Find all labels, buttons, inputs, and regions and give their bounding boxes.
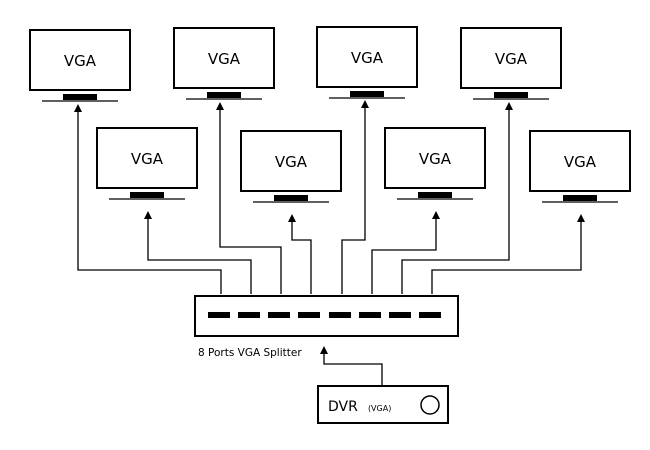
splitter-port <box>419 312 441 318</box>
splitter-port <box>238 312 260 318</box>
monitor-label: VGA <box>351 49 384 67</box>
splitter-port <box>359 312 381 318</box>
cable-port-5 <box>341 100 369 294</box>
dvr-power-knob <box>420 395 440 415</box>
splitter-label: 8 Ports VGA Splitter <box>198 347 302 359</box>
cable-port-8 <box>431 214 585 294</box>
splitter-port <box>208 312 230 318</box>
monitor-label: VGA <box>419 150 452 168</box>
monitor-stand <box>350 91 384 97</box>
monitor-screen <box>240 130 342 192</box>
monitor-7: VGA <box>460 27 562 100</box>
monitor-stand <box>63 94 97 100</box>
cable-port-6 <box>371 211 440 294</box>
monitor-label: VGA <box>564 153 597 171</box>
monitor-8: VGA <box>529 130 631 203</box>
dvr-device: DVR (VGA) <box>317 385 449 424</box>
monitor-label: VGA <box>131 150 164 168</box>
monitor-1: VGA <box>29 29 131 102</box>
cable-port-2 <box>144 211 252 294</box>
monitor-screen <box>529 130 631 192</box>
monitor-6: VGA <box>384 127 486 200</box>
monitor-screen <box>384 127 486 189</box>
cable-dvr-input <box>320 346 383 385</box>
splitter-ports <box>208 312 441 318</box>
splitter-port <box>268 312 290 318</box>
vga-splitter: 8 Ports VGA Splitter <box>194 295 459 359</box>
monitor-screen <box>29 29 131 91</box>
cable-port-3 <box>216 102 282 294</box>
monitor-screen <box>460 27 562 89</box>
monitor-label: VGA <box>208 50 241 68</box>
monitor-2: VGA <box>96 127 198 200</box>
monitor-5: VGA <box>316 26 418 99</box>
monitor-stand <box>207 92 241 98</box>
dvr-label: DVR <box>328 399 358 415</box>
monitor-screen <box>316 26 418 88</box>
monitor-label: VGA <box>64 52 97 70</box>
monitor-4: VGA <box>240 130 342 203</box>
splitter-port <box>298 312 320 318</box>
monitor-label: VGA <box>275 153 308 171</box>
monitor-stand <box>563 195 597 201</box>
monitor-stand <box>274 195 308 201</box>
splitter-box <box>194 295 459 337</box>
cable-port-4 <box>288 214 312 294</box>
cable-port-7 <box>401 102 513 294</box>
monitor-screen <box>173 27 275 89</box>
monitor-stand <box>494 92 528 98</box>
monitor-screen <box>96 127 198 189</box>
cable-port-1 <box>74 104 222 294</box>
splitter-port <box>329 312 351 318</box>
monitor-stand <box>418 192 452 198</box>
monitor-label: VGA <box>495 50 528 68</box>
svg-text:DVR (VGA): DVR (VGA) <box>328 396 391 415</box>
splitter-port <box>389 312 411 318</box>
monitor-stand <box>130 192 164 198</box>
dvr-sublabel: (VGA) <box>368 404 391 413</box>
monitor-3: VGA <box>173 27 275 100</box>
